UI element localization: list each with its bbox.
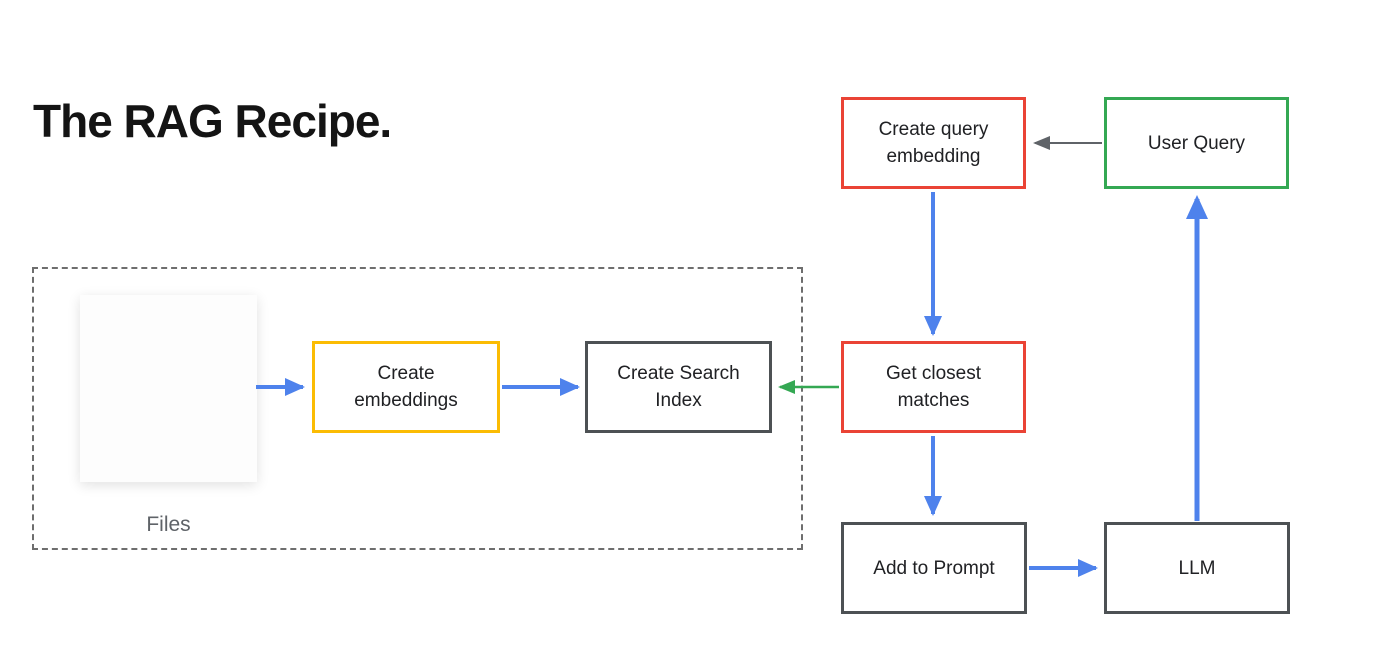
node-llm: LLM	[1104, 522, 1290, 614]
node-create-query-embedding-label: Create query embedding	[878, 119, 989, 167]
node-create-query-embedding: Create query embedding	[841, 97, 1026, 189]
node-get-closest-matches: Get closest matches	[841, 341, 1026, 433]
node-user-query: User Query	[1104, 97, 1289, 189]
node-create-search-index-label: Create Search Index	[617, 363, 740, 411]
node-llm-label: LLM	[1178, 557, 1216, 579]
file-icon	[80, 295, 257, 482]
node-add-to-prompt: Add to Prompt	[841, 522, 1027, 614]
node-add-to-prompt-label: Add to Prompt	[873, 557, 995, 579]
node-get-closest-matches-label: Get closest matches	[885, 363, 982, 411]
node-create-embeddings: Create embeddings	[312, 341, 500, 433]
files-group-label: Files	[146, 513, 191, 536]
node-create-search-index: Create Search Index	[585, 341, 772, 433]
node-create-embeddings-label: Create embeddings	[354, 363, 458, 411]
node-user-query-label: User Query	[1147, 132, 1246, 154]
files-group: Files	[32, 267, 803, 550]
page-title: The RAG Recipe.	[33, 95, 392, 147]
